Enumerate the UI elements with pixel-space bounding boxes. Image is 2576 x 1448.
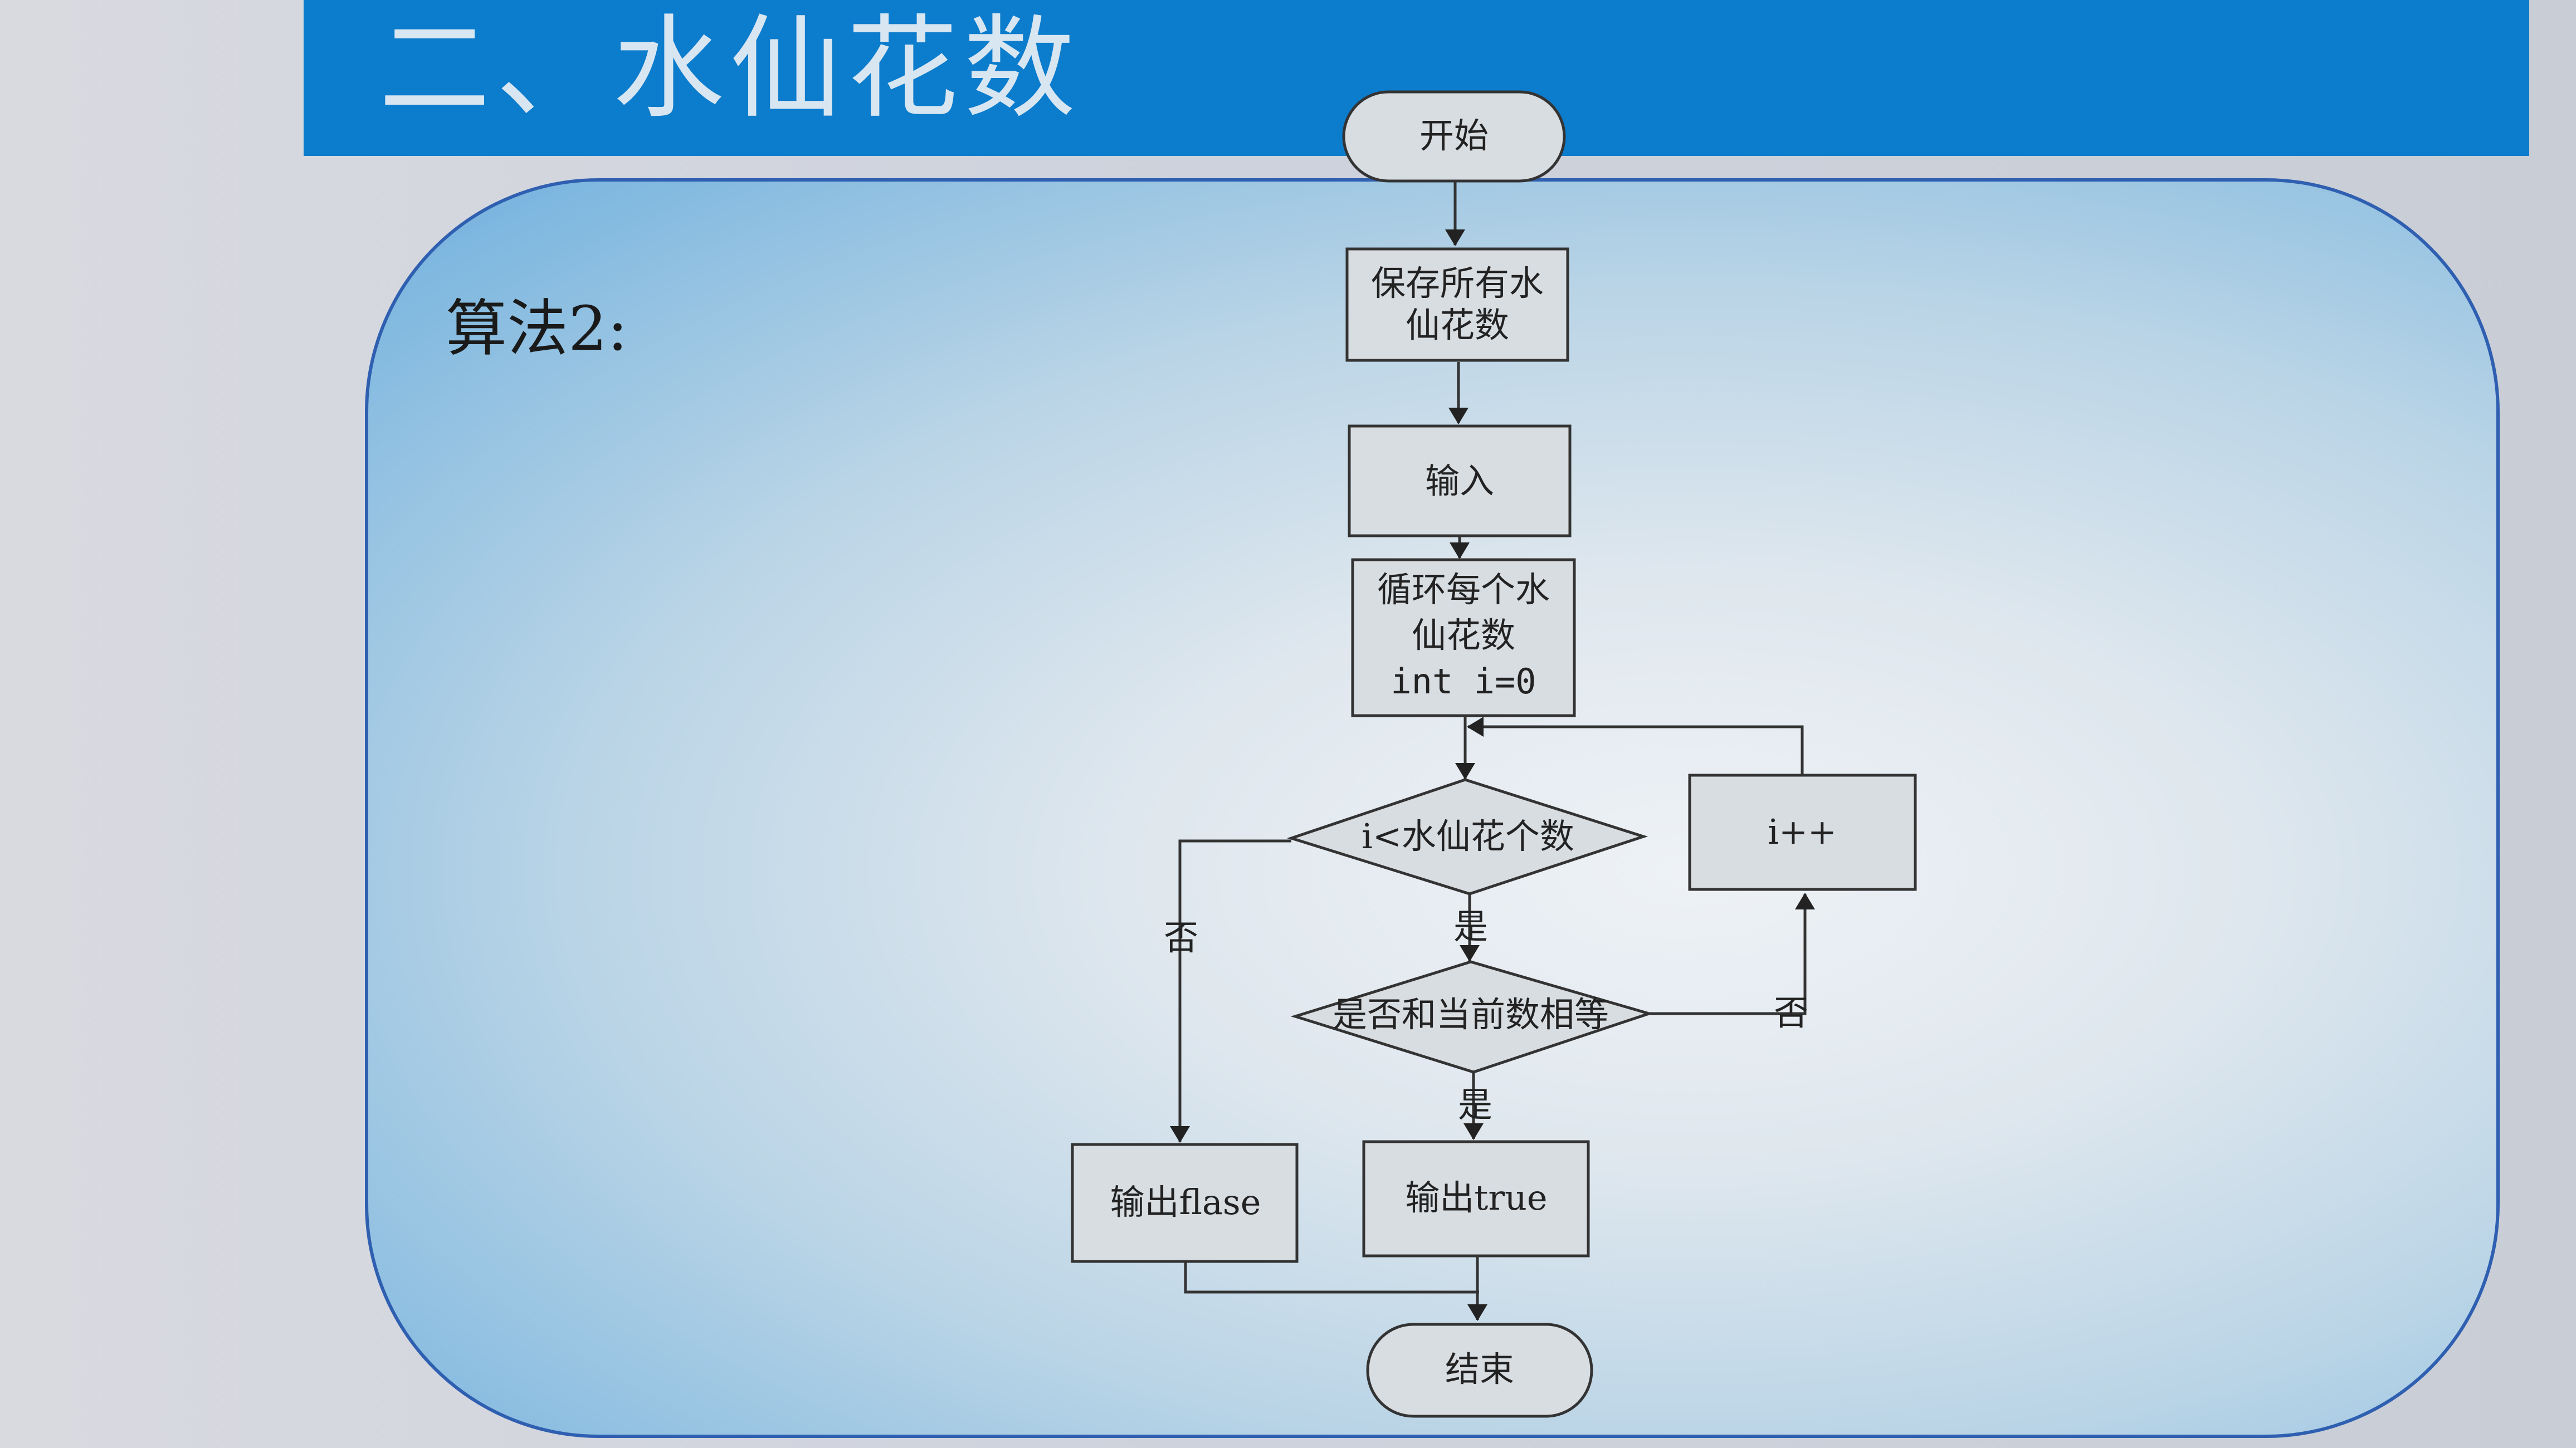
- step1-label-line1: 保存所有水: [1371, 263, 1544, 304]
- edge-increment-loop: [1467, 717, 1804, 775]
- cond2-label: 是否和当前数相等: [1333, 994, 1609, 1035]
- output-false-label: 输出flase: [1110, 1182, 1261, 1222]
- input-label: 输入: [1425, 461, 1494, 501]
- yes-label-2: 是: [1458, 1084, 1492, 1125]
- step1-node: [1345, 247, 1569, 362]
- input-node: [1348, 424, 1572, 537]
- slide-title: 二、水仙花数: [379, 4, 1081, 134]
- output-true-label: 输出true: [1405, 1177, 1547, 1218]
- edge-false-end: [1184, 1261, 1479, 1294]
- start-label: 开始: [1419, 115, 1489, 156]
- increment-label: i++: [1768, 811, 1837, 852]
- loop-label-line3: int i=0: [1391, 661, 1536, 702]
- end-node: [1366, 1323, 1593, 1418]
- loop-node: [1351, 558, 1576, 717]
- edge-cond2-increment: [1649, 893, 1815, 1015]
- yes-label-1: 是: [1453, 906, 1488, 947]
- output-true-node: [1362, 1140, 1590, 1258]
- no-label-1: 否: [1164, 917, 1198, 958]
- algorithm-label: 算法2:: [446, 293, 628, 364]
- no-label-2: 否: [1774, 992, 1808, 1033]
- loop-label-line2: 仙花数: [1412, 615, 1515, 655]
- loop-label-line1: 循环每个水: [1377, 569, 1550, 610]
- output-false-node: [1071, 1143, 1299, 1263]
- edge-cond1-false: [1170, 839, 1291, 1143]
- end-label: 结束: [1445, 1349, 1514, 1390]
- cond1-node: [1286, 778, 1648, 896]
- cond2-node: [1290, 960, 1654, 1074]
- cond1-label: i<水仙花个数: [1362, 816, 1574, 857]
- step1-label-line2: 仙花数: [1406, 305, 1509, 345]
- increment-node: [1688, 774, 1917, 891]
- start-node: [1342, 90, 1566, 183]
